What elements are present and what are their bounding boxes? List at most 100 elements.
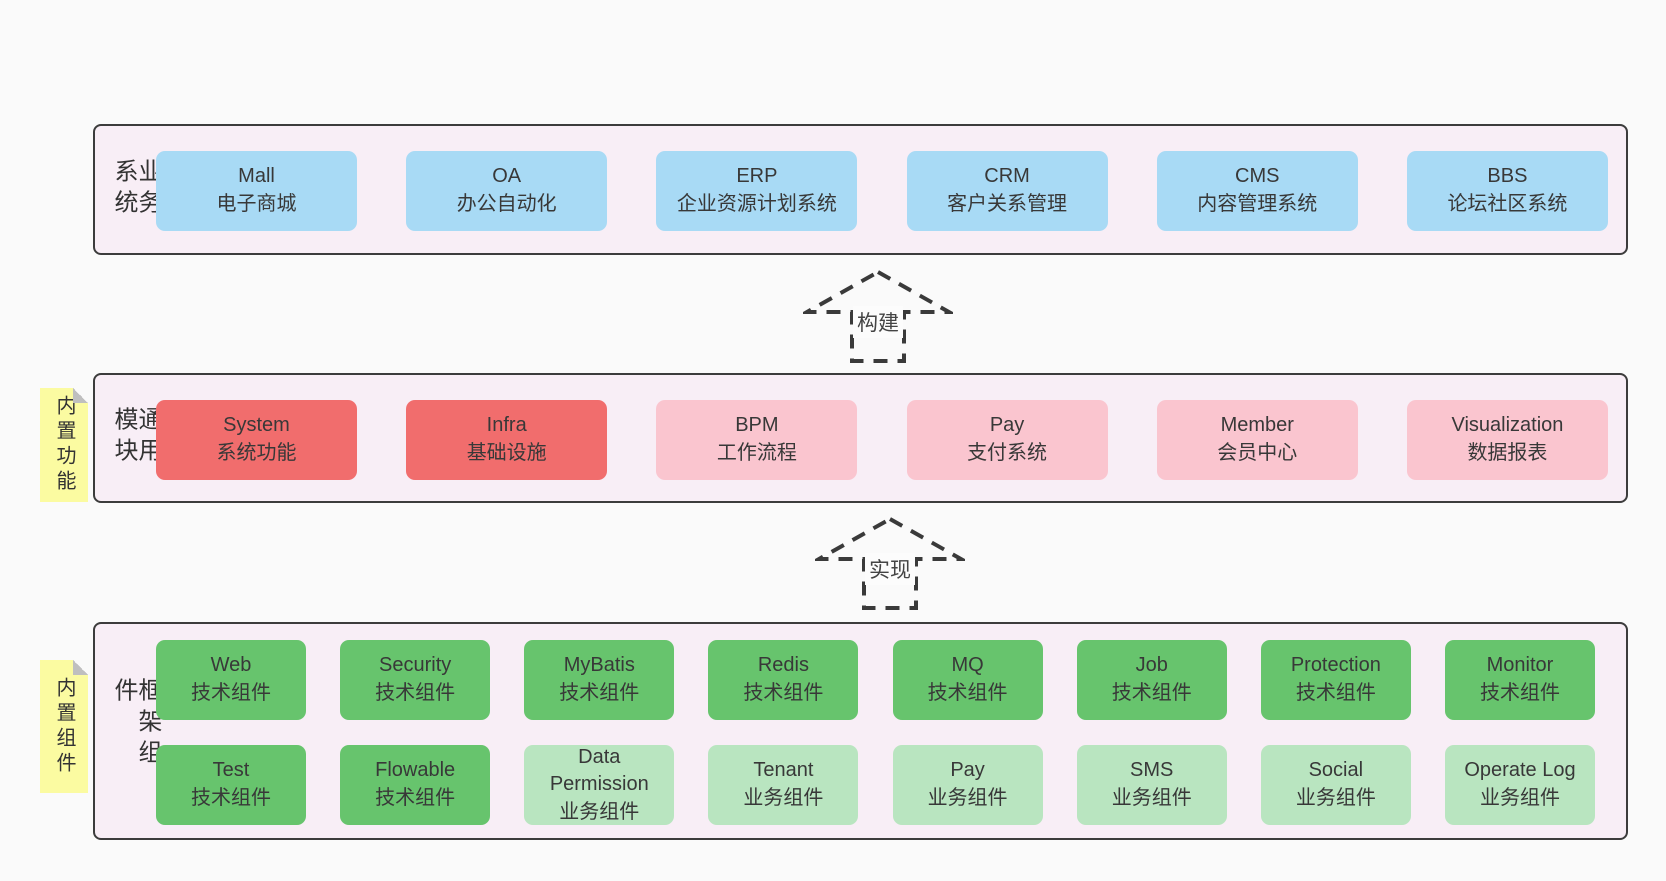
box-subtitle: 系统功能	[216, 442, 297, 464]
box-title: Tenant	[753, 759, 814, 782]
diagram-box-visualization: Visualization 数据报表	[1406, 400, 1608, 480]
section-common-modules: 通用模块 System 系统功能 Infra 基础设施 BPM 工作流程 Pay…	[93, 373, 1628, 503]
box-subtitle: 电子商城	[216, 193, 297, 215]
box-title: ERP	[736, 165, 778, 188]
diagram-box-mybatis: MyBatis 技术组件	[524, 640, 675, 720]
box-subtitle: 技术组件	[1295, 682, 1376, 704]
box-subtitle: 技术组件	[191, 787, 271, 809]
sticky-note-built-in-components: 内置组件	[40, 660, 88, 793]
box-subtitle: 业务组件	[1111, 787, 1192, 809]
box-title: Operate Log	[1464, 759, 1576, 782]
box-title: Flowable	[375, 759, 456, 782]
box-title: Web	[210, 654, 252, 677]
box-subtitle: 技术组件	[375, 787, 456, 809]
diagram-box-protection: Protection 技术组件	[1260, 640, 1411, 720]
box-subtitle: 客户关系管理	[947, 193, 1068, 215]
box-title: Test	[212, 759, 250, 782]
diagram-box-test: Test 技术组件	[156, 745, 306, 825]
section-framework-components: 框架组件 Web 技术组件 Security 技术组件 MyBatis 技术组件…	[93, 622, 1628, 840]
section-side-label: 通用模块	[110, 406, 161, 469]
diagram-box-bpm: BPM 工作流程	[656, 400, 858, 480]
box-subtitle: 业务组件	[743, 787, 824, 809]
box-subtitle: 业务组件	[1479, 787, 1560, 809]
box-subtitle: 支付系统	[967, 442, 1048, 464]
arrow-up-icon: 实现	[815, 515, 965, 611]
diagram-box-web: Web 技术组件	[156, 640, 306, 720]
diagram-box-infra: Infra 基础设施	[406, 400, 608, 480]
arrow-label: 实现	[865, 553, 915, 585]
box-subtitle: 业务组件	[1295, 787, 1376, 809]
diagram-box-operate-log: Operate Log 业务组件	[1444, 745, 1595, 825]
box-subtitle: 内容管理系统	[1197, 193, 1318, 215]
diagram-box-system: System 系统功能	[156, 400, 357, 480]
fold-corner-icon	[73, 660, 88, 675]
diagram-box-job: Job 技术组件	[1076, 640, 1227, 720]
sticky-label: 内置组件	[53, 676, 75, 777]
section-side-label: 框架组件	[110, 677, 161, 771]
box-title: BBS	[1487, 165, 1528, 188]
box-row: Web 技术组件 Security 技术组件 MyBatis 技术组件 Redi…	[156, 640, 1595, 720]
diagram-box-member: Member 会员中心	[1156, 400, 1358, 480]
box-subtitle: 技术组件	[191, 682, 271, 704]
diagram-box-mq: MQ 技术组件	[892, 640, 1043, 720]
box-subtitle: 数据报表	[1467, 442, 1548, 464]
box-title: Monitor	[1486, 654, 1554, 677]
box-title: Infra	[486, 414, 527, 437]
box-subtitle: 技术组件	[743, 682, 824, 704]
box-title: MQ	[951, 654, 984, 677]
box-title: BPM	[735, 414, 779, 437]
diagram-box-tenant: Tenant 业务组件	[708, 745, 859, 825]
box-subtitle: 工作流程	[716, 442, 797, 464]
box-subtitle: 技术组件	[1111, 682, 1192, 704]
box-subtitle: 技术组件	[559, 682, 640, 704]
diagram-box-flowable: Flowable 技术组件	[340, 745, 491, 825]
box-title: OA	[492, 165, 522, 188]
box-subtitle: 技术组件	[1479, 682, 1560, 704]
box-title: CMS	[1235, 165, 1280, 188]
diagram-box-oa: OA 办公自动化	[406, 151, 608, 231]
box-subtitle: 基础设施	[466, 442, 547, 464]
box-title: Member	[1220, 414, 1294, 437]
box-subtitle: 技术组件	[927, 682, 1008, 704]
sticky-note-built-in-features: 内置功能	[40, 388, 88, 502]
diagram-box-pay-component: Pay 业务组件	[892, 745, 1043, 825]
box-title: CRM	[984, 165, 1030, 188]
diagram-box-sms: SMS 业务组件	[1076, 745, 1227, 825]
box-title: Pay	[989, 414, 1025, 437]
box-title: Protection	[1290, 654, 1381, 677]
box-subtitle: 技术组件	[375, 682, 456, 704]
sticky-label: 内置功能	[53, 395, 75, 495]
fold-corner-icon	[73, 388, 88, 403]
box-subtitle: 论坛社区系统	[1447, 193, 1568, 215]
box-subtitle: 会员中心	[1217, 442, 1298, 464]
diagram-box-erp: ERP 企业资源计划系统	[656, 151, 858, 231]
box-title: Job	[1135, 654, 1168, 677]
box-subtitle: 业务组件	[927, 787, 1008, 809]
diagram-box-data-permission: Data Permission 业务组件	[524, 745, 675, 825]
diagram-box-security: Security 技术组件	[340, 640, 491, 720]
box-title: MyBatis	[563, 654, 635, 677]
box-row: System 系统功能 Infra 基础设施 BPM 工作流程 Pay 支付系统…	[156, 400, 1608, 480]
diagram-box-bbs: BBS 论坛社区系统	[1406, 151, 1608, 231]
diagram-box-monitor: Monitor 技术组件	[1444, 640, 1595, 720]
arrow-up-icon: 构建	[803, 268, 953, 364]
box-subtitle: 企业资源计划系统	[676, 193, 837, 215]
box-row: Mall 电子商城 OA 办公自动化 ERP 企业资源计划系统 CRM 客户关系…	[156, 151, 1608, 231]
diagram-box-crm: CRM 客户关系管理	[906, 151, 1108, 231]
box-subtitle: 业务组件	[559, 800, 640, 823]
box-title: Data Permission	[549, 745, 649, 796]
section-business-systems: 业务系统 Mall 电子商城 OA 办公自动化 ERP 企业资源计划系统 CRM…	[93, 124, 1628, 255]
diagram-box-redis: Redis 技术组件	[708, 640, 859, 720]
diagram-box-mall: Mall 电子商城	[156, 151, 357, 231]
box-subtitle: 办公自动化	[456, 193, 557, 215]
box-title: Pay	[950, 759, 985, 782]
diagram-box-social: Social 业务组件	[1260, 745, 1411, 825]
box-title: Visualization	[1451, 414, 1564, 437]
box-title: Social	[1308, 759, 1364, 782]
arrow-label: 构建	[853, 306, 903, 338]
section-side-label: 业务系统	[110, 157, 161, 220]
box-row: Test 技术组件 Flowable 技术组件 Data Permission …	[156, 745, 1595, 825]
box-title: SMS	[1130, 759, 1174, 782]
box-title: Mall	[238, 165, 275, 188]
box-title: Redis	[757, 654, 809, 677]
